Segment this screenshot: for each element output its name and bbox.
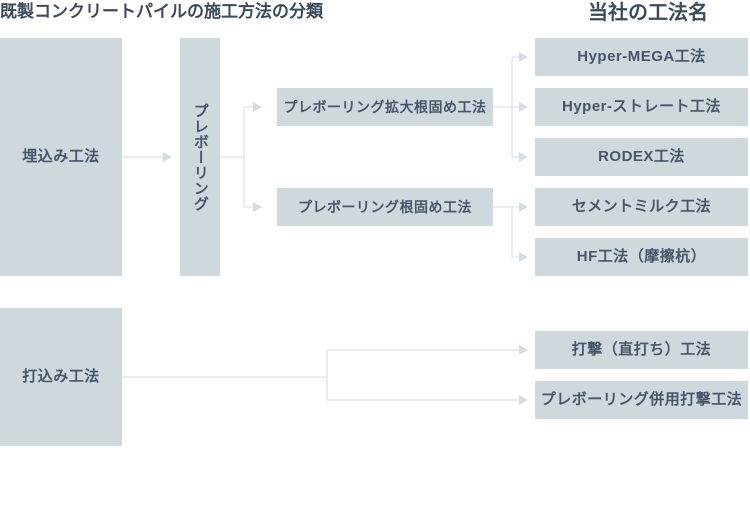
method-box-preboring-base: プレボーリング根固め工法 bbox=[277, 188, 493, 226]
arrowhead-icon bbox=[519, 395, 528, 405]
method-box-preboring-enlarged-base: プレボーリング拡大根固め工法 bbox=[277, 88, 493, 126]
arrowhead-icon bbox=[519, 252, 528, 262]
company-methods-column-title: 当社の工法名 bbox=[588, 2, 708, 24]
arrowhead-icon bbox=[519, 102, 528, 112]
category-box-embedded-method: 埋込み工法 bbox=[0, 38, 122, 276]
company-method-box-preboring-combined-driving: プレボーリング併用打撃工法 bbox=[535, 381, 748, 419]
preboring-box: プレボーリング bbox=[180, 38, 220, 276]
company-method-box-hyper-mega: Hyper-MEGA工法 bbox=[535, 38, 748, 76]
arrowhead-icon bbox=[519, 345, 528, 355]
company-method-box-direct-driving: 打撃（直打ち）工法 bbox=[535, 331, 748, 369]
arrowhead-icon bbox=[519, 152, 528, 162]
diagram-title: 既製コンクリートパイルの施工方法の分類 bbox=[0, 2, 323, 21]
company-method-box-hyper-straight: Hyper-ストレート工法 bbox=[535, 88, 748, 126]
company-method-box-hf: HF工法（摩擦杭） bbox=[535, 238, 748, 276]
arrowhead-icon bbox=[519, 202, 528, 212]
arrowhead-icon bbox=[253, 202, 262, 212]
company-method-box-cement-milk: セメントミルク工法 bbox=[535, 188, 748, 226]
arrowhead-icon bbox=[519, 52, 528, 62]
category-box-driven-method: 打込み工法 bbox=[0, 308, 122, 446]
arrowhead-icon bbox=[163, 152, 172, 162]
arrowhead-icon bbox=[253, 102, 262, 112]
company-method-box-rodex: RODEX工法 bbox=[535, 138, 748, 176]
